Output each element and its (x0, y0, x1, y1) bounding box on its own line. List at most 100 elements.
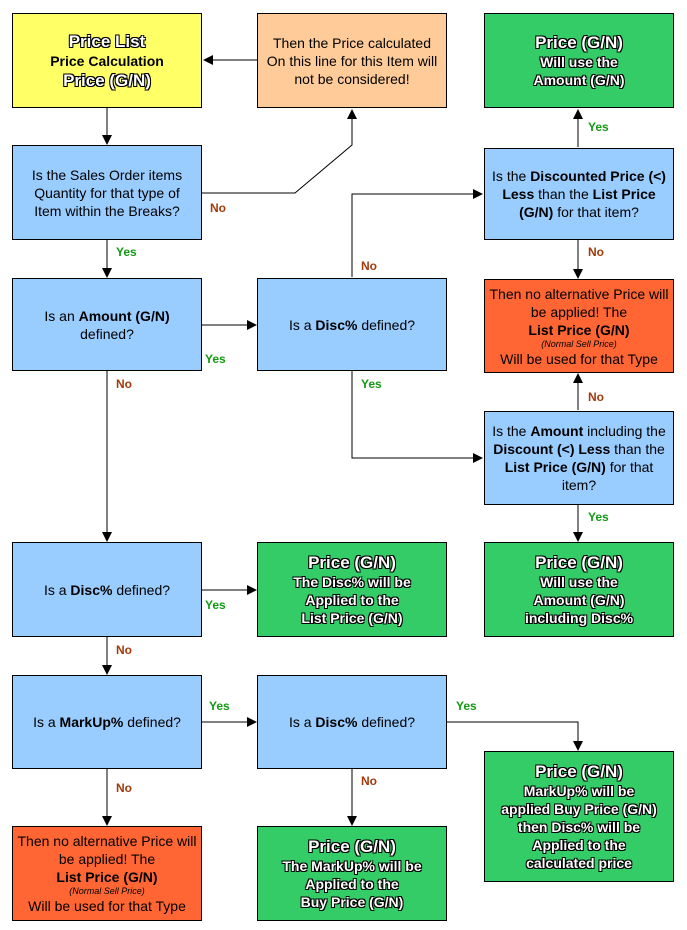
markup-disc-line4: Applied to the (532, 837, 626, 853)
label-amount-disc-no: No (588, 390, 604, 404)
breaks-question-text: Is the Sales Order items Quantity for th… (31, 166, 183, 219)
use-amount-title: Price (G/N) (535, 33, 623, 52)
markup-buy-line1: The MarkUp% will be (282, 858, 422, 874)
label-disc-mid-no: No (116, 643, 132, 657)
no-alternative-top-bold: List Price (G/N) (528, 321, 630, 338)
label-markup-no: No (116, 781, 132, 795)
markup-buy-title: Price (G/N) (308, 837, 396, 856)
amount-disc-less-bold3: List Price (G/N) (504, 459, 606, 475)
disc-mid-question: Is a Disc% defined? (12, 542, 202, 637)
not-considered-text: Then the Price calculated On this line f… (266, 34, 438, 87)
markup-disc-result: Price (G/N) MarkUp% will be applied Buy … (484, 751, 674, 882)
use-amount-result: Price (G/N) Will use the Amount (G/N) (484, 13, 674, 108)
no-alternative-bottom: Then no alternative Price will be applie… (12, 826, 202, 921)
amount-disc-less-pre: Is the (492, 423, 531, 439)
connector-disc-no-to-discounted (351, 189, 483, 277)
amount-question-bold: Amount (G/N) (78, 307, 170, 324)
start-subtitle: Price Calculation (50, 52, 164, 69)
connector-disc-yes-to-amount-disc (351, 371, 483, 463)
disc-top-bold: Disc% (315, 316, 358, 333)
label-markup-yes: Yes (209, 699, 230, 713)
amount-disc-line1: Will use the (540, 574, 618, 590)
label-disc-bottom-yes: Yes (456, 699, 477, 713)
label-breaks-yes: Yes (116, 245, 137, 259)
no-alternative-bottom-small: (Normal Sell Price) (69, 886, 145, 896)
disc-list-line3: List Price (G/N) (301, 610, 403, 626)
discounted-less-pre: Is the (492, 168, 531, 184)
disc-mid-post: defined? (112, 581, 171, 598)
label-disc-bottom-no: No (361, 774, 377, 788)
markup-disc-title: Price (G/N) (535, 762, 623, 781)
amount-disc-line3: including Disc% (524, 610, 634, 626)
disc-bottom-post: defined? (357, 714, 416, 730)
discounted-less-mid: than the (534, 186, 593, 202)
disc-top-question: Is a Disc% defined? (257, 278, 447, 371)
no-alternative-bottom-line2: Will be used for that Type (28, 898, 186, 914)
markup-disc-line2: applied Buy Price (G/N) (501, 801, 657, 817)
discounted-less-bold2: List Price (G/N) (519, 186, 656, 220)
amount-question: Is an Amount (G/N) defined? (12, 278, 202, 371)
amount-disc-less-mid1: including the (583, 423, 666, 439)
markup-buy-line2: Applied to the (305, 876, 399, 892)
disc-mid-pre: Is a (43, 581, 71, 598)
no-alternative-top-small: (Normal Sell Price) (541, 338, 617, 349)
amount-question-post: defined? (80, 325, 134, 342)
label-breaks-no: No (210, 201, 226, 215)
label-amount-disc-yes: Yes (588, 510, 609, 524)
start-title: Price List (68, 31, 146, 51)
amount-disc-less-bold2: Discount (<) Less (493, 441, 611, 457)
disc-list-line2: Applied to the (305, 592, 399, 608)
markup-pre: Is a (33, 714, 60, 730)
no-alternative-top: Then no alternative Price will be applie… (484, 279, 674, 373)
no-alternative-bottom-line1: Then no alternative Price will be applie… (17, 833, 197, 867)
label-discounted-yes: Yes (588, 120, 609, 134)
disc-list-line1: The Disc% will be (293, 574, 411, 590)
amount-disc-title: Price (G/N) (535, 553, 623, 572)
markup-post: defined? (123, 714, 181, 730)
label-disc-top-yes: Yes (361, 377, 382, 391)
start-node: Price List Price Calculation Price (G/N) (12, 13, 202, 108)
use-amount-line2: Amount (G/N) (533, 72, 625, 88)
disc-list-title: Price (G/N) (308, 553, 396, 572)
amount-disc-less-post: for that item? (561, 459, 654, 493)
connector-disc-bottom-yes-to-result (446, 721, 583, 751)
markup-question: Is a MarkUp% defined? (12, 675, 202, 769)
discounted-less-bold1: Discounted Price (<) Less (502, 168, 666, 202)
markup-bold: MarkUp% (59, 714, 124, 730)
disc-list-result: Price (G/N) The Disc% will be Applied to… (257, 542, 447, 637)
label-disc-mid-yes: Yes (205, 598, 226, 612)
label-amount-no: No (116, 377, 132, 391)
no-alternative-top-line1: Then no alternative Price will be applie… (489, 285, 669, 320)
markup-disc-line5: calculated price (526, 855, 632, 871)
label-discounted-no: No (588, 245, 604, 259)
disc-top-post: defined? (357, 316, 416, 333)
amount-disc-result: Price (G/N) Will use the Amount (G/N) in… (484, 542, 674, 637)
label-amount-yes: Yes (205, 352, 226, 366)
label-disc-top-no: No (361, 259, 377, 273)
markup-buy-line3: Buy Price (G/N) (300, 894, 404, 910)
amount-disc-less-mid2: than the (610, 441, 665, 457)
amount-disc-less-bold1: Amount (530, 423, 584, 439)
connector-breaks-no-to-not-considered (201, 109, 357, 194)
markup-buy-result: Price (G/N) The MarkUp% will be Applied … (257, 826, 447, 921)
disc-mid-bold: Disc% (70, 581, 113, 598)
use-amount-line1: Will use the (540, 54, 618, 70)
markup-disc-line1: MarkUp% will be (523, 783, 635, 799)
markup-disc-line3: then Disc% will be (517, 819, 641, 835)
breaks-question: Is the Sales Order items Quantity for th… (12, 145, 202, 240)
start-price-label: Price (G/N) (63, 70, 151, 90)
amount-disc-line2: Amount (G/N) (533, 592, 625, 608)
disc-bottom-pre: Is a (288, 714, 316, 730)
discounted-less-post: for that item? (553, 204, 639, 220)
disc-top-pre: Is a (288, 316, 316, 333)
disc-bottom-question: Is a Disc% defined? (257, 675, 447, 769)
discounted-less-question: Is the Discounted Price (<) Less than th… (484, 148, 674, 240)
not-considered-node: Then the Price calculated On this line f… (257, 13, 447, 108)
disc-bottom-bold: Disc% (315, 714, 358, 730)
amount-disc-less-question: Is the Amount including the Discount (<)… (484, 411, 674, 505)
no-alternative-top-line2: Will be used for that Type (500, 350, 658, 367)
amount-question-pre: Is an (44, 307, 79, 324)
no-alternative-bottom-bold: List Price (G/N) (56, 869, 158, 885)
